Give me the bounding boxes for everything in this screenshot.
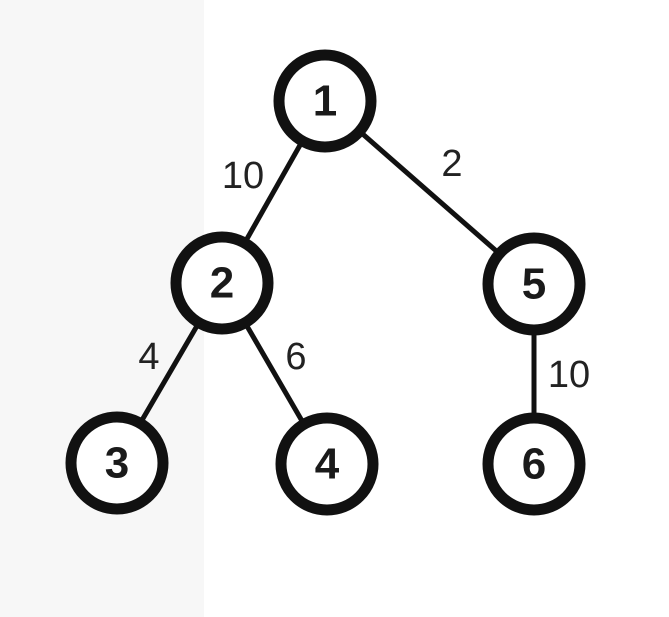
node-6 xyxy=(482,412,586,516)
left-gutter-panel xyxy=(0,0,204,617)
node-1 xyxy=(273,49,377,153)
node-label-5: 5 xyxy=(522,260,546,309)
node-4 xyxy=(275,412,379,516)
edge-weight-2-4: 6 xyxy=(285,336,306,378)
node-label-6: 6 xyxy=(522,440,546,489)
edge-weight-1-2: 10 xyxy=(222,155,264,197)
node-label-2: 2 xyxy=(210,259,234,308)
node-5 xyxy=(482,232,586,336)
node-label-4: 4 xyxy=(315,440,340,489)
edge-weight-1-5: 2 xyxy=(441,143,462,185)
edge-weight-5-6: 10 xyxy=(548,354,590,396)
node-2 xyxy=(170,231,274,335)
edge-weight-2-3: 4 xyxy=(138,336,159,378)
node-3 xyxy=(65,411,169,515)
node-label-3: 3 xyxy=(105,439,129,488)
node-label-1: 1 xyxy=(313,77,337,126)
